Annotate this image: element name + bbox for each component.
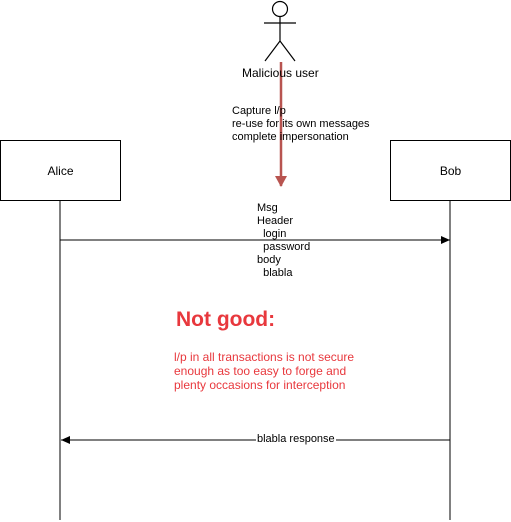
bob-box <box>390 140 511 201</box>
request-message-label: Msg Header login password body blabla <box>257 202 311 279</box>
actor-label: Malicious user <box>242 66 319 80</box>
warning-text: l/p in all transactions is not secure en… <box>174 350 355 392</box>
alice-box <box>0 140 121 201</box>
bob-label: Bob <box>439 164 462 178</box>
attack-note: Capture l/p re-use for its own messages … <box>232 105 370 143</box>
warning-title: Not good: <box>176 308 276 331</box>
alice-label: Alice <box>47 164 74 178</box>
response-message-label: blabla response <box>256 433 336 446</box>
malicious-user-actor-icon <box>264 0 296 62</box>
